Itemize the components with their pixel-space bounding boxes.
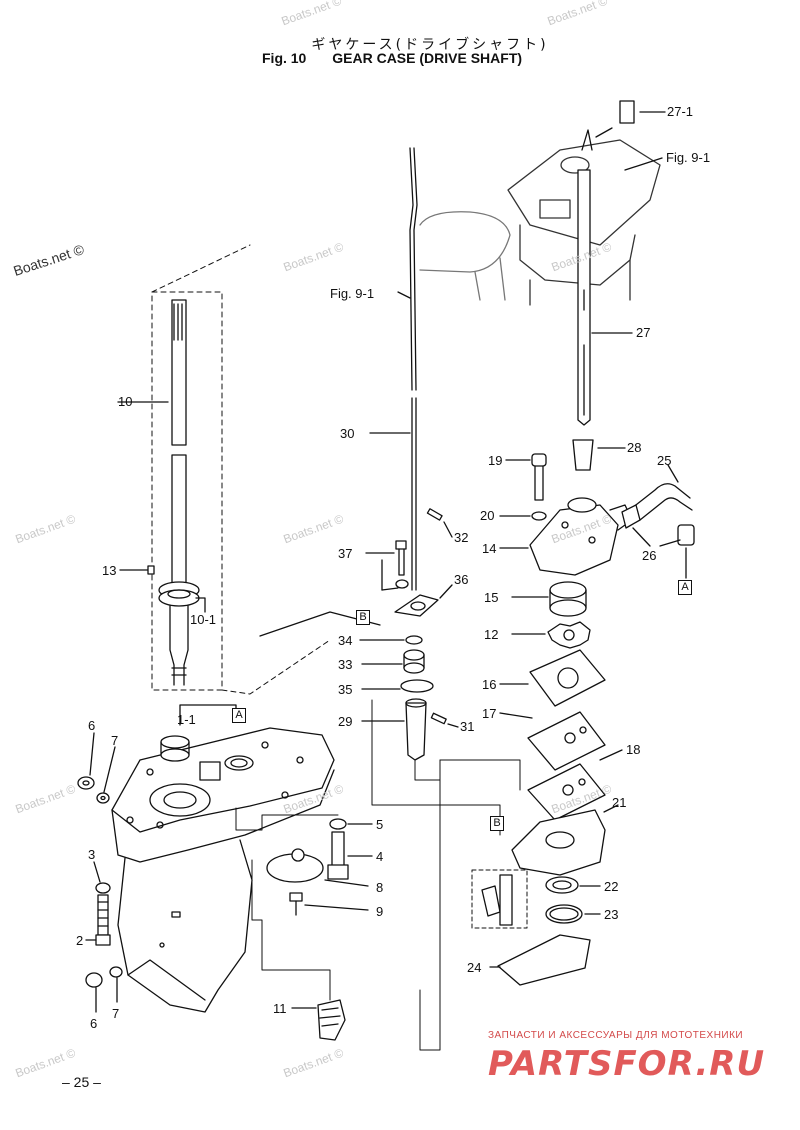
part-label: 27 — [636, 325, 651, 340]
part-label: 6 — [90, 1016, 98, 1031]
part-label: Fig. 9-1 — [330, 286, 375, 301]
part-label: 30 — [340, 426, 355, 441]
drive-shaft-group-box — [151, 291, 223, 691]
part-label: 17 — [482, 706, 497, 721]
shop-tagline: ЗАПЧАСТИ И АКСЕССУАРЫ ДЛЯ МОТОТЕХНИКИ — [488, 1030, 744, 1041]
part-label: 6 — [88, 718, 96, 733]
part-label: 7 — [112, 1006, 120, 1021]
part-label: 25 — [657, 453, 672, 468]
part-label: 29 — [338, 714, 353, 729]
part-label: 24 — [467, 960, 482, 975]
water-pump-housing — [529, 497, 633, 576]
part-label: 1-1 — [177, 712, 196, 727]
drive-shaft — [158, 299, 200, 686]
part-label: 19 — [488, 453, 503, 468]
part-label: 8 — [376, 880, 384, 895]
part-label: 4 — [376, 849, 384, 864]
part-label: 32 — [454, 530, 469, 545]
part-label: 7 — [111, 733, 119, 748]
part-label: 14 — [482, 541, 497, 556]
part-label: 9 — [376, 904, 384, 919]
page-number: – 25 – — [62, 1074, 101, 1090]
figure-caption: GEAR CASE (DRIVE SHAFT) — [332, 50, 523, 66]
ref-marker-b: B — [490, 816, 504, 831]
part-label: 10-1 — [190, 612, 217, 627]
part-label: 27-1 — [667, 104, 694, 119]
part-label: 20 — [480, 508, 495, 523]
ref-marker-a: A — [232, 708, 246, 723]
part-label: 10 — [118, 394, 133, 409]
part-label: 12 — [484, 627, 499, 642]
figure-title: Fig. 10 GEAR CASE (DRIVE SHAFT) — [262, 50, 522, 66]
part-label: 22 — [604, 879, 619, 894]
bushing — [160, 735, 190, 762]
ref-marker-a: A — [678, 580, 692, 595]
part-label: 2 — [76, 933, 84, 948]
part-label: 3 — [88, 847, 96, 862]
part-label: 37 — [338, 546, 353, 561]
ref-marker-b: B — [356, 610, 370, 625]
part-label: 35 — [338, 682, 353, 697]
part-label: 23 — [604, 907, 619, 922]
part-label: 33 — [338, 657, 353, 672]
part-label: 36 — [454, 572, 469, 587]
part-label: 11 — [273, 1001, 287, 1016]
shop-logo: PARTSFOR.RU — [488, 1044, 766, 1084]
part-label: 28 — [627, 440, 642, 455]
title-japanese: ギヤケース(ドライブシャフト) — [311, 37, 549, 53]
part-label: Fig. 9-1 — [666, 150, 711, 165]
part-label: 18 — [626, 742, 641, 757]
part-label: 26 — [642, 548, 657, 563]
part-label: 5 — [376, 817, 384, 832]
figure-number: Fig. 10 — [262, 50, 307, 66]
part-label: 31 — [460, 719, 475, 734]
part-label: 13 — [102, 563, 117, 578]
part-label: 21 — [612, 795, 627, 810]
part-label: 34 — [338, 633, 353, 648]
part-label: 15 — [484, 590, 499, 605]
part-label: 16 — [482, 677, 497, 692]
